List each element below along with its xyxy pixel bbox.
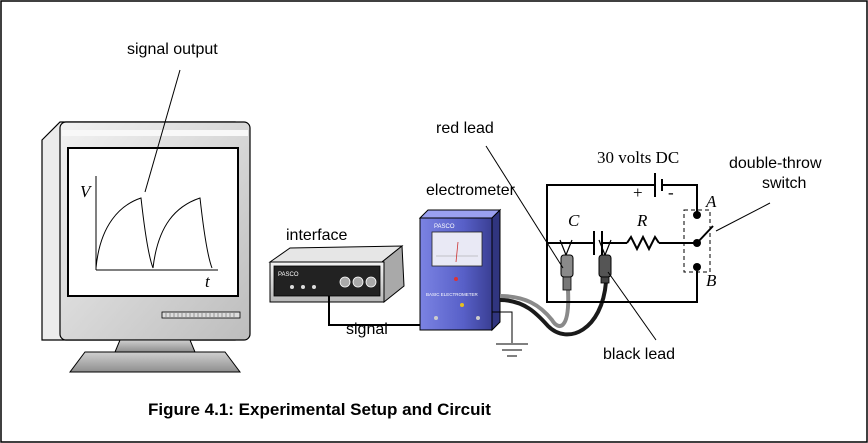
- battery-label: 30 volts DC: [597, 148, 679, 167]
- signal-curve: [95, 197, 213, 269]
- switch-blade: [696, 225, 714, 244]
- resistor-label: R: [636, 211, 648, 230]
- electrometer-box: PASCO BASIC ELECTROMETER: [418, 208, 502, 332]
- signal-graph: V t: [80, 176, 218, 291]
- switch-label-line1: double-throw: [729, 155, 822, 172]
- interface-box: PASCO: [268, 244, 405, 304]
- electrometer-brand: PASCO: [434, 224, 455, 230]
- signal-label: signal: [346, 321, 388, 338]
- switch-label-line2: switch: [762, 175, 806, 192]
- ground-symbol: [492, 311, 528, 357]
- red-lead-clip: [559, 239, 574, 291]
- black-lead-label: black lead: [603, 346, 675, 363]
- red-lead-label: red lead: [436, 120, 494, 137]
- circuit: + - 30 volts DC C R A B: [546, 148, 717, 303]
- figure-caption: Figure 4.1: Experimental Setup and Circu…: [148, 400, 491, 419]
- switch-pointer: [715, 202, 771, 232]
- axis-t-label: t: [205, 272, 211, 291]
- switch-enclosure: [683, 209, 711, 273]
- axis-v-label: V: [80, 182, 93, 201]
- interface-label: interface: [286, 227, 347, 244]
- resistor: [626, 234, 660, 252]
- electrometer-name: BASIC ELECTROMETER: [426, 292, 479, 297]
- black-lead-pointer: [607, 271, 657, 341]
- capacitor-label: C: [568, 211, 580, 230]
- red-lead-pointer: [485, 145, 564, 269]
- signal-cable: [328, 296, 420, 326]
- terminal-b-label: B: [706, 271, 717, 290]
- black-lead-clip: [598, 239, 612, 284]
- terminal-b: [693, 263, 701, 271]
- terminal-a-label: A: [705, 192, 717, 211]
- battery-minus: -: [668, 183, 674, 202]
- terminal-a: [693, 211, 701, 219]
- black-lead-cable: [499, 281, 608, 337]
- red-lead-cable: [499, 289, 571, 328]
- electrometer-label: electrometer: [426, 182, 516, 199]
- interface-brand: PASCO: [278, 272, 299, 278]
- signal-output-pointer: [144, 69, 181, 193]
- signal-output-label: signal output: [127, 41, 218, 58]
- computer-monitor: [41, 121, 251, 373]
- battery-plus: +: [633, 183, 643, 202]
